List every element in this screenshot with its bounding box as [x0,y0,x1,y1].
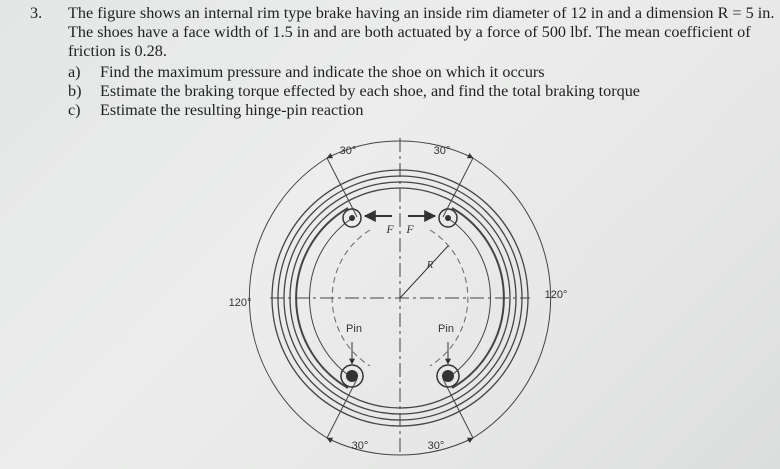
label-force-right: F [405,222,414,236]
outer-arc-right [472,157,552,439]
pin-left-hub [346,370,358,382]
actuator-left [342,208,362,228]
part-text: Estimate the braking torque effected by … [100,82,640,100]
radius-line [399,245,449,299]
part-label: b) [68,82,82,100]
label-left-angle: 120° [229,297,252,309]
part-label: c) [68,101,81,119]
part-label: a) [68,63,81,81]
actuator-right [438,208,458,228]
part-text: Find the maximum pressure and indicate t… [100,63,545,81]
pin-right [436,364,460,388]
label-top-right-angle: 30° [434,145,451,157]
actuator-left-dot [349,215,355,221]
label-bottom-left-angle: 30° [352,440,369,452]
label-top-left-angle: 30° [340,145,357,157]
label-bottom-right-angle: 30° [428,440,445,452]
outer-arc-left [248,157,328,439]
actuator-right-dot [445,215,451,221]
label-force-left: F [385,222,394,236]
brake-figure: 30° 30° 120° 120° 30° 30° F F R Pin Pin [220,120,580,465]
pin-right-hub [442,370,454,382]
radial-line-bottom-right [442,378,474,439]
radial-line-bottom-left [326,378,358,439]
bottom-dim-arc [326,437,474,456]
label-pin-right: Pin [438,323,454,335]
right-lining [429,229,469,367]
problem-number: 3. [30,4,43,22]
left-shoe-inner [309,216,355,380]
problem-parts: a) Find the maximum pressure and indicat… [68,63,640,120]
radial-line-top-right [442,157,474,218]
pin-left [340,364,364,388]
part-a: a) Find the maximum pressure and indicat… [68,63,640,82]
label-radius: R [426,259,434,271]
part-text: Estimate the resulting hinge-pin reactio… [100,101,364,119]
label-right-angle: 120° [545,289,568,301]
radial-line-top-left [326,157,358,218]
label-pin-left: Pin [346,323,362,335]
part-c: c) Estimate the resulting hinge-pin reac… [68,101,640,120]
problem-statement: The figure shows an internal rim type br… [68,4,775,60]
part-b: b) Estimate the braking torque effected … [68,82,640,101]
